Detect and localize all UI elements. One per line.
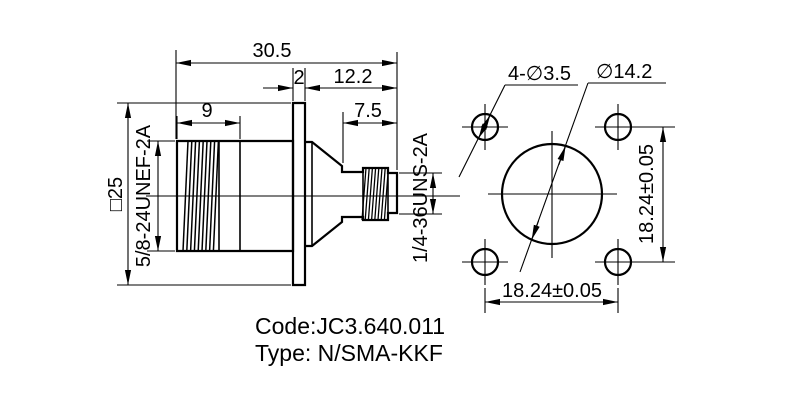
dim-n-thread-spec-text: 5/8-24UNEF-2A: [133, 124, 155, 267]
mount-hole-top-left: [462, 104, 508, 150]
dim-flange-thickness: 2: [263, 67, 306, 101]
mount-hole-top-right: [595, 104, 641, 150]
flange-outline: [291, 101, 307, 287]
dim-hole-spacing-horizontal-text: 18.24±0.05: [502, 280, 602, 302]
dim-hole-spacing-horizontal: 18.24±0.05: [484, 280, 619, 313]
dim-n-thread-length: 9: [176, 100, 241, 139]
front-view: 4-∅3.5 ∅14.2 18.24±0.05 18.24±0.05: [458, 61, 675, 313]
dim-right-section-text: 12.2: [334, 66, 373, 88]
sma-side-outline: [305, 140, 399, 248]
dim-mount-holes: 4-∅3.5: [458, 63, 578, 178]
dim-n-thread-spec: 5/8-24UNEF-2A: [133, 124, 175, 267]
caption-type: Type: N/SMA-KKF: [255, 340, 443, 366]
caption-block: Code:JC3.640.011 Type: N/SMA-KKF: [255, 313, 445, 366]
caption-code: Code:JC3.640.011: [255, 313, 445, 339]
dim-hole-spacing-vertical: 18.24±0.05: [636, 126, 675, 263]
dim-flange-thickness-text: 2: [293, 67, 304, 89]
dim-hole-spacing-vertical-text: 18.24±0.05: [636, 144, 658, 244]
dim-sma-section: 7.5: [342, 100, 397, 163]
dim-right-section: 12.2: [305, 66, 397, 92]
side-view: 30.5 2 12.2 9 7.5: [105, 40, 460, 287]
dim-center-diameter: ∅14.2: [519, 61, 666, 273]
dim-n-thread-length-text: 9: [201, 100, 212, 122]
dim-overall-length-text: 30.5: [253, 40, 292, 62]
center-bore: [488, 131, 617, 258]
mount-hole-bottom-left: [462, 239, 508, 285]
dim-sma-thread-spec: 1/4-36UNS-2A: [399, 132, 442, 263]
dim-flange-square-text: □25: [105, 177, 127, 211]
dim-overall-length: 30.5: [175, 40, 398, 170]
mount-hole-bottom-right: [595, 239, 641, 285]
dim-sma-section-text: 7.5: [354, 100, 382, 122]
dim-center-diameter-text: ∅14.2: [596, 61, 652, 83]
dim-mount-holes-text: 4-∅3.5: [508, 63, 571, 85]
dim-flange-square: □25: [105, 102, 291, 286]
dim-sma-thread-spec-text: 1/4-36UNS-2A: [410, 132, 432, 263]
n-thread-hatch: [182, 140, 220, 252]
sma-thread-hatch: [361, 167, 390, 221]
